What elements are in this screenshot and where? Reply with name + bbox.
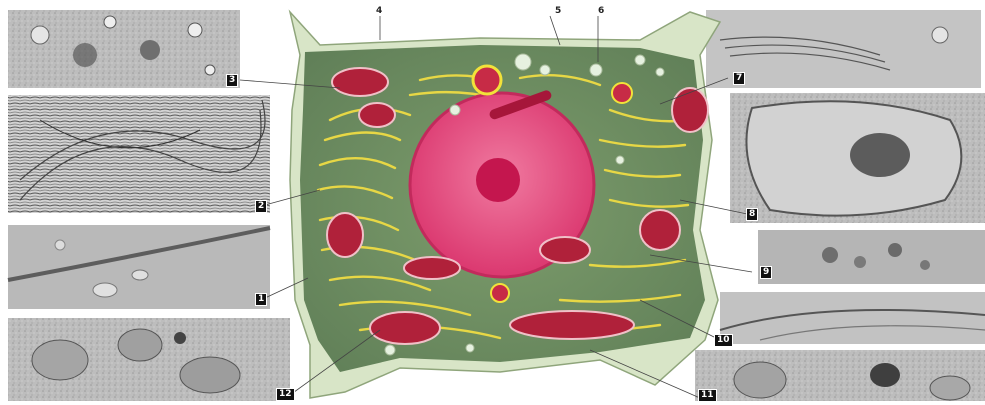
cell-diagram bbox=[240, 12, 752, 398]
label-number-4: 4 bbox=[376, 6, 382, 16]
panel-tag-3: 3 bbox=[226, 74, 238, 87]
micrograph-panel-9 bbox=[758, 230, 985, 284]
panel-tag-1: 1 bbox=[255, 293, 267, 306]
panel-tag-2: 2 bbox=[255, 200, 267, 213]
micrograph-panel-12 bbox=[8, 318, 290, 401]
panel-tag-8: 8 bbox=[746, 208, 758, 221]
label-number-6: 6 bbox=[598, 6, 604, 16]
nucleolus bbox=[476, 158, 520, 202]
micrograph-panel-3 bbox=[8, 10, 240, 88]
micrograph-panel-8 bbox=[730, 93, 985, 223]
micrograph-panel-7 bbox=[706, 10, 981, 88]
panel-tag-9: 9 bbox=[760, 266, 772, 279]
micrograph-panel-2 bbox=[8, 95, 270, 213]
panel-tag-7: 7 bbox=[733, 72, 745, 85]
panel-tag-11: 11 bbox=[698, 389, 717, 402]
label-number-5: 5 bbox=[555, 6, 561, 16]
micrograph-panel-10 bbox=[720, 292, 985, 344]
panel-tag-12: 12 bbox=[276, 388, 295, 401]
micrograph-panel-11 bbox=[695, 350, 985, 401]
micrograph-panel-1 bbox=[8, 225, 270, 309]
panel-tag-10: 10 bbox=[714, 334, 733, 347]
